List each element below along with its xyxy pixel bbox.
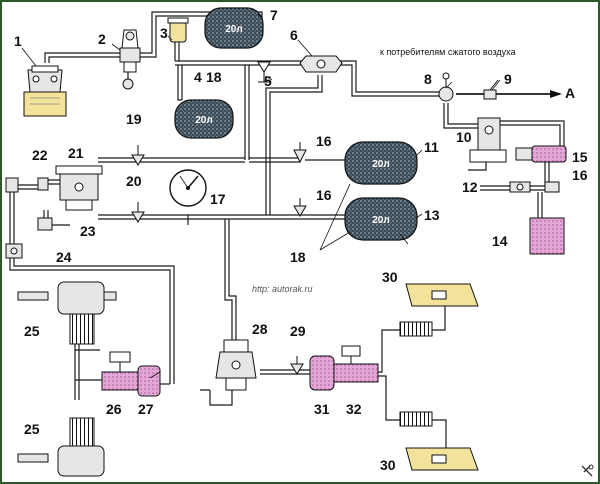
callout-1: 1 [14,33,22,49]
valve-28 [215,339,257,391]
svg-text:20л: 20л [195,115,212,126]
svg-text:20л: 20л [372,159,389,170]
callout-21: 21 [68,145,84,161]
air-tank-4: 20л [174,99,234,139]
svg-text:20л: 20л [372,215,389,226]
brake-crane-21 [55,165,103,211]
callout-20: 20 [126,173,142,189]
valve-9 [483,79,499,100]
callout-26: 26 [106,401,122,417]
valve-29 [290,356,304,375]
arrow-a-icon [550,90,562,98]
callout-22: 22 [32,147,48,163]
callout-19: 19 [126,111,142,127]
callout-2: 2 [98,31,106,47]
air-tank-13: 20л [344,197,418,241]
drain-valve-5 [257,61,271,83]
callout-29: 29 [290,323,306,339]
air-tank-11: 20л [344,141,418,185]
callout-30-bottom: 30 [380,457,396,473]
callout-11: 11 [424,139,439,155]
leader-lines [21,13,501,379]
valve-23 [37,217,53,231]
coupling-12 [509,181,531,193]
callout-12: 12 [462,179,478,195]
callout-24: 24 [56,249,72,265]
callout-16-a: 16 [316,133,332,149]
callout-25-bottom: 25 [24,421,40,437]
compressor-1 [23,65,67,117]
callout-6: 6 [290,27,298,43]
air-tank-7: 20л [204,7,264,49]
component-26 [101,351,139,391]
callout-28: 28 [252,321,268,337]
chamber-14 [529,217,565,255]
callout-16-b: 16 [316,187,332,203]
callout-labels: 1 2 3 4 5 6 7 8 9 10 11 12 13 14 15 16 1… [14,7,588,473]
callout-7: 7 [270,7,278,23]
valve-20 [131,202,145,223]
pressure-regulator-2 [119,29,141,90]
callout-17: 17 [210,191,226,207]
consumer-text: к потребителям сжатого воздуха [380,47,516,57]
valve-19 [131,145,145,166]
callout-9: 9 [504,71,512,87]
valve-16-c [544,181,560,193]
callout-10: 10 [456,129,472,145]
wrench-icon [581,464,594,477]
callout-32: 32 [346,401,362,417]
brake-valve-10 [469,117,507,163]
valve-16-b [293,198,307,217]
arrow-a-label: А [565,85,575,101]
wheel-brake-30-top [399,283,479,337]
component-32 [333,345,379,383]
callout-13: 13 [424,207,440,223]
callout-18-a: 18 [206,69,222,85]
pressure-gauge-17 [169,169,207,207]
protection-valve-6 [299,55,343,73]
valve-15 [515,145,567,163]
callout-30-top: 30 [382,269,398,285]
component-31 [309,355,335,391]
callout-14: 14 [492,233,508,249]
callout-31: 31 [314,401,330,417]
callout-27: 27 [138,401,154,417]
brake-chamber-25-bottom [17,417,105,477]
brake-chamber-25-top [17,281,117,345]
callout-5: 5 [264,73,272,89]
svg-text:20л: 20л [225,24,242,35]
callout-18-b: 18 [290,249,306,265]
callout-15: 15 [572,149,588,165]
valve-8 [438,72,454,102]
callout-25-top: 25 [24,323,40,339]
wheel-brake-30-bottom [399,411,479,471]
callout-4: 4 [194,69,202,85]
component-27 [137,365,161,397]
valve-16-a [293,142,307,164]
watermark: http: autorak.ru [252,284,313,294]
moisture-separator-3 [167,17,189,43]
callout-8: 8 [424,71,432,87]
valve-22 [5,177,49,193]
callout-3: 3 [160,25,168,41]
valve-24 [5,243,23,259]
callout-23: 23 [80,223,96,239]
callout-16-c: 16 [572,167,588,183]
